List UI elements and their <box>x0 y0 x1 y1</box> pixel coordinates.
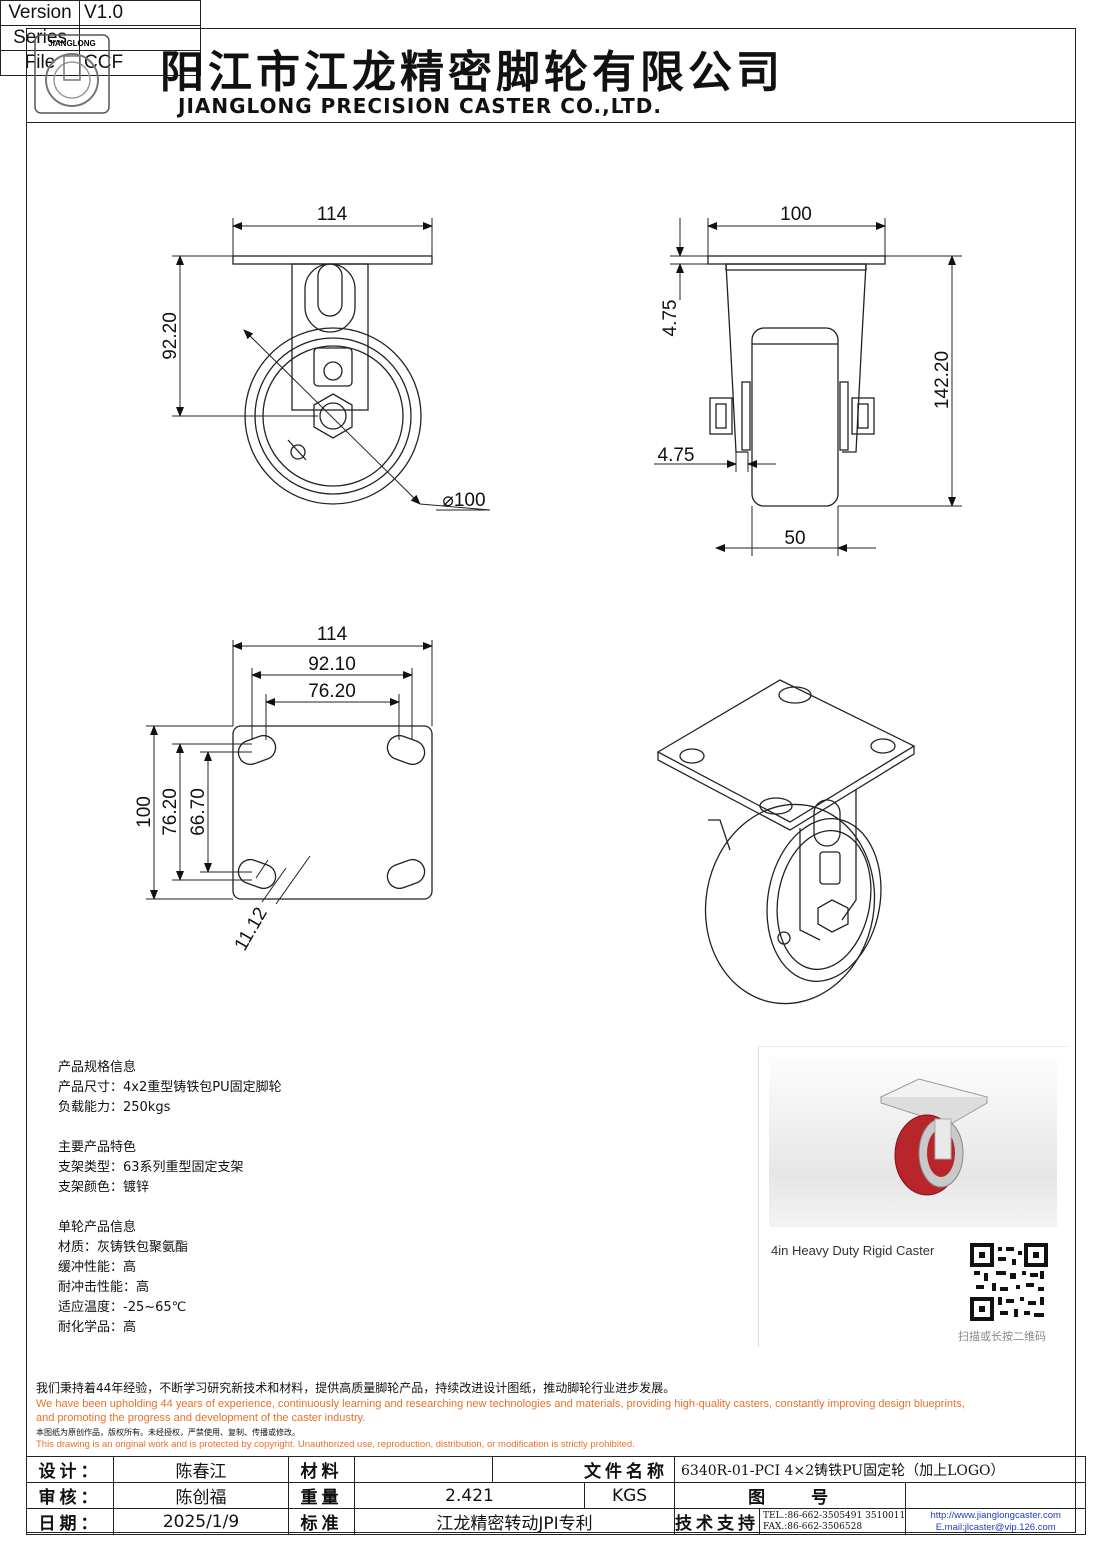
version-value: V1.0 <box>79 0 201 26</box>
statement-en-2: and promoting the progress and developme… <box>36 1412 366 1424</box>
weight-label: 重量 <box>288 1482 355 1509</box>
dim-plate-width: 114 <box>317 624 348 645</box>
spec-load: 负载能力：250kgs <box>58 1100 171 1115</box>
dim-slot-width: 11.12 <box>231 904 272 954</box>
product-specs: 产品规格信息 产品尺寸：4x2重型铸铁包PU固定脚轮 负载能力：250kgs 主… <box>58 1058 282 1338</box>
dim-front-diameter: ⌀100 <box>442 490 485 511</box>
spec-temperature: 适应温度：-25~65℃ <box>58 1300 187 1315</box>
dim-side-offset-axle: 4.75 <box>658 445 695 466</box>
weight-value: 2.421 <box>354 1482 585 1509</box>
spec-impact: 耐冲击性能：高 <box>58 1280 150 1295</box>
support-label: 技术支持 <box>674 1508 760 1535</box>
side-view-dims <box>654 218 962 556</box>
filename-value: 6340R-01-PCI 4×2铸铁PU固定轮（加上LOGO） <box>673 1456 1087 1483</box>
dim-plate-hole-inner: 76.20 <box>308 681 356 702</box>
qr-caption: 扫描或长按二维码 <box>958 1330 1046 1343</box>
header-divider <box>26 122 1076 123</box>
dim-side-offset-top: 4.75 <box>660 300 681 337</box>
statement-en-1: We have been upholding 44 years of exper… <box>36 1398 965 1410</box>
spec-size: 产品尺寸：4x2重型铸铁包PU固定脚轮 <box>58 1080 282 1095</box>
date-label: 日期： <box>26 1508 114 1535</box>
copyright-en: This drawing is an original work and is … <box>36 1439 635 1450</box>
dim-side-height: 142.20 <box>932 351 953 409</box>
plate-view <box>232 725 433 900</box>
spec-bracket-color: 支架颜色：镀锌 <box>58 1180 150 1195</box>
spec-bracket-type: 支架类型：63系列重型固定支架 <box>58 1160 244 1175</box>
material-value <box>354 1456 493 1483</box>
dim-plate-hole-v-inner: 66.70 <box>188 788 209 836</box>
spec-group1-title: 产品规格信息 <box>58 1060 137 1075</box>
photo-caption: 4in Heavy Duty Rigid Caster <box>771 1243 935 1258</box>
website-link[interactable]: http://www.jianglongcaster.com <box>930 1509 1061 1521</box>
spec-chemical: 耐化学品：高 <box>58 1320 137 1335</box>
weight-unit: KGS <box>584 1482 675 1509</box>
drawing-no-value <box>905 1482 1087 1509</box>
dim-plate-height: 100 <box>134 796 155 828</box>
contact-phones: TEL.:86-662-3505491 3510011 FAX.:86-662-… <box>758 1508 907 1535</box>
technical-drawings: 114 92.20 ⌀100 100 4.75 142.20 4.75 50 1… <box>134 204 962 1005</box>
photo-panel <box>758 1046 1069 1347</box>
statement-cn: 我们秉持着44年经验，不断学习研究新技术和材料，提供高质量脚轮产品，持续改进设计… <box>36 1381 676 1395</box>
file-value: CCF <box>79 50 201 76</box>
spec-cushion: 缓冲性能：高 <box>58 1260 137 1275</box>
dim-front-height: 92.20 <box>160 312 181 360</box>
series-value <box>79 25 201 51</box>
design-value: 陈春江 <box>113 1456 289 1483</box>
front-view <box>232 255 433 505</box>
spec-group3-title: 单轮产品信息 <box>58 1220 137 1235</box>
qr-code[interactable] <box>970 1243 1048 1321</box>
design-label: 设计： <box>26 1456 114 1483</box>
dim-side-width: 100 <box>780 204 812 225</box>
standard-label: 标准 <box>288 1508 355 1535</box>
review-value: 陈创福 <box>113 1482 289 1509</box>
date-value: 2025/1/9 <box>113 1508 289 1535</box>
dimension-labels: 114 92.20 ⌀100 100 4.75 142.20 4.75 50 1… <box>134 204 953 954</box>
dim-plate-hole-outer: 92.10 <box>308 654 356 675</box>
front-view-dims <box>172 218 491 511</box>
contact-tel: TEL.:86-662-3505491 3510011 <box>763 1510 906 1521</box>
spec-group2-title: 主要产品特色 <box>58 1140 137 1155</box>
copyright-cn: 本图纸为原创作品，版权所有。未经授权，严禁使用、复制、传播或修改。 <box>36 1428 300 1437</box>
dim-front-width: 114 <box>317 204 348 225</box>
plate-view-dims <box>146 640 433 905</box>
contact-fax: FAX.:86-662-3506528 <box>763 1521 863 1532</box>
title-block: 设计： 陈春江 材料 文件名称 6340R-01-PCI 4×2铸铁PU固定轮（… <box>26 1456 1087 1535</box>
company-logo: JIANGLONG <box>34 34 110 114</box>
standard-value: 江龙精密转动JPI专利 <box>354 1508 675 1535</box>
spec-material: 材质：灰铸铁包聚氨酯 <box>58 1240 189 1255</box>
company-name-cn: 阳江市江龙精密脚轮有限公司 <box>160 47 784 98</box>
material-label: 材料 <box>288 1456 355 1483</box>
drawing-no-label: 图 号 <box>673 1482 907 1509</box>
dim-plate-hole-v-outer: 76.20 <box>160 788 181 836</box>
review-label: 审核： <box>26 1482 114 1509</box>
email-link[interactable]: E.mail:jlcaster@vip.126.com <box>935 1521 1056 1533</box>
dim-side-wheel-width: 50 <box>784 528 805 549</box>
filename-label: 文件名称 <box>492 1456 675 1483</box>
company-name-en: JIANGLONG PRECISION CASTER CO.,LTD. <box>178 94 662 118</box>
side-view <box>707 255 886 507</box>
product-photo <box>769 1057 1057 1227</box>
contact-links: http://www.jianglongcaster.com E.mail:jl… <box>905 1508 1087 1535</box>
isometric-view <box>656 679 916 1005</box>
logo-text: JIANGLONG <box>48 39 96 48</box>
